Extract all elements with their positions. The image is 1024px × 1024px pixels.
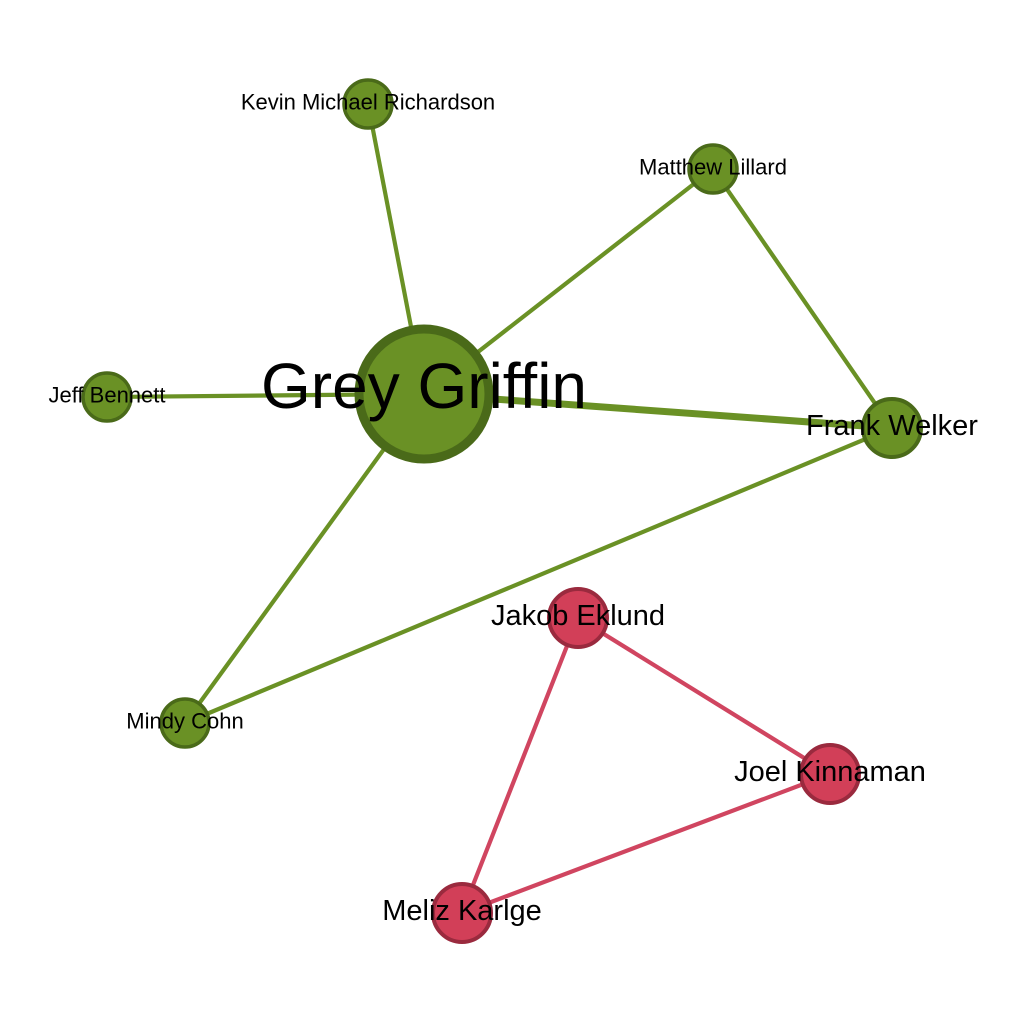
node-label-matthew-lillard: Matthew Lillard (639, 155, 787, 180)
node-label-jeff-bennett: Jeff Bennett (48, 383, 165, 408)
node-label-frank-welker: Frank Welker (806, 410, 978, 442)
edges-layer (104, 101, 896, 916)
edge-jakob-eklund-meliz-karlge (459, 615, 581, 916)
edge-frank-welker-mindy-cohn (182, 425, 895, 726)
node-kevin-michael-richardson[interactable] (342, 78, 394, 130)
edge-matthew-lillard-frank-welker (710, 166, 895, 431)
node-joel-kinnaman[interactable] (799, 743, 861, 805)
edge-jakob-eklund-joel-kinnaman (575, 615, 833, 777)
edge-grey-griffin-frank-welker (420, 390, 896, 432)
node-meliz-karlge[interactable] (431, 882, 493, 944)
node-label-kevin-michael-richardson: Kevin Michael Richardson (241, 90, 495, 115)
node-label-grey-griffin: Grey Griffin (261, 350, 587, 422)
nodes-layer (81, 78, 923, 944)
node-grey-griffin[interactable] (354, 324, 494, 464)
node-label-meliz-karlge: Meliz Karlge (382, 895, 542, 927)
node-label-joel-kinnaman: Joel Kinnaman (734, 756, 926, 788)
labels-layer: Grey Griffin Kevin Michael RichardsonMatt… (48, 90, 978, 928)
node-frank-welker[interactable] (861, 397, 923, 459)
node-jeff-bennett[interactable] (81, 371, 133, 423)
node-jakob-eklund[interactable] (547, 587, 609, 649)
node-matthew-lillard[interactable] (687, 143, 739, 195)
edge-joel-kinnaman-meliz-karlge (459, 771, 833, 916)
node-mindy-cohn[interactable] (159, 697, 211, 749)
node-label-mindy-cohn: Mindy Cohn (126, 709, 243, 734)
node-label-jakob-eklund: Jakob Eklund (491, 600, 665, 632)
